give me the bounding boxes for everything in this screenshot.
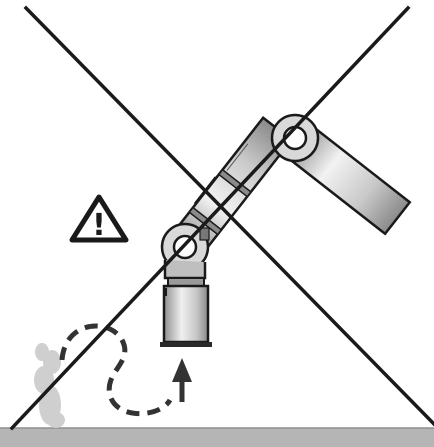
upper-joint <box>270 113 320 163</box>
warning-exclamation: ! <box>92 208 106 243</box>
floor <box>0 428 434 447</box>
extraction-hood <box>160 277 212 347</box>
extraction-arm <box>160 113 412 347</box>
warning-triangle-icon: ! <box>69 194 129 243</box>
cross-out-icon <box>9 5 434 431</box>
airflow-arrow-icon <box>59 323 192 417</box>
